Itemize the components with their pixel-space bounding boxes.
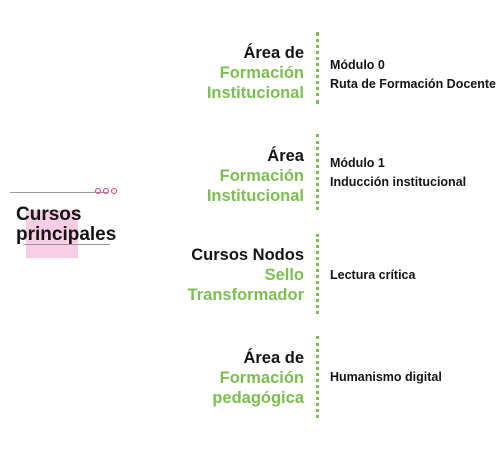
title-bottom-rule bbox=[24, 244, 110, 245]
row-area-label: Área de Formación pedagógica bbox=[212, 348, 304, 408]
row-course-line1: Lectura crítica bbox=[330, 268, 416, 282]
row-area-name-line1: Formación bbox=[219, 64, 304, 82]
dotted-divider bbox=[316, 336, 319, 418]
row-area-name-line1: Formación bbox=[219, 369, 304, 387]
main-title: Cursos principales bbox=[16, 205, 136, 245]
dots-icon bbox=[95, 186, 117, 196]
row-area-name-line2: Transformador bbox=[187, 286, 304, 304]
row-area-label: Cursos Nodos Sello Transformador bbox=[188, 245, 304, 305]
row-area-name-line1: Sello bbox=[264, 266, 304, 284]
row-area-name-line2: Institucional bbox=[206, 84, 304, 102]
row-area-prefix: Cursos Nodos bbox=[191, 246, 304, 264]
main-title-line2: principales bbox=[16, 224, 117, 245]
dotted-divider bbox=[316, 134, 319, 210]
pink-decoration bbox=[26, 210, 78, 258]
row-course-line1: Módulo 1 bbox=[330, 156, 385, 170]
title-top-rule bbox=[10, 192, 108, 193]
row-course-info: Módulo 1 Inducción institucional bbox=[330, 154, 466, 192]
row-course-line2: Ruta de Formación Docente bbox=[330, 77, 496, 91]
row-course-info: Humanismo digital bbox=[330, 368, 442, 387]
main-title-line1: Cursos bbox=[16, 204, 82, 225]
dotted-divider bbox=[316, 32, 319, 104]
row-course-line1: Humanismo digital bbox=[330, 370, 442, 384]
row-area-prefix: Área bbox=[267, 147, 304, 165]
row-course-info: Lectura crítica bbox=[330, 266, 415, 285]
row-area-label: Área Formación Institucional bbox=[207, 146, 304, 206]
row-area-name-line2: pedagógica bbox=[212, 389, 304, 407]
row-course-line1: Módulo 0 bbox=[330, 58, 385, 72]
row-area-label: Área de Formación Institucional bbox=[207, 43, 304, 103]
row-area-name-line2: Institucional bbox=[206, 187, 304, 205]
row-area-name-line1: Formación bbox=[219, 167, 304, 185]
row-area-prefix: Área de bbox=[243, 349, 304, 367]
row-course-info: Módulo 0 Ruta de Formación Docente bbox=[330, 56, 496, 94]
row-area-prefix: Área de bbox=[243, 44, 304, 62]
row-course-line2: Inducción institucional bbox=[330, 175, 467, 189]
dotted-divider bbox=[316, 234, 319, 314]
